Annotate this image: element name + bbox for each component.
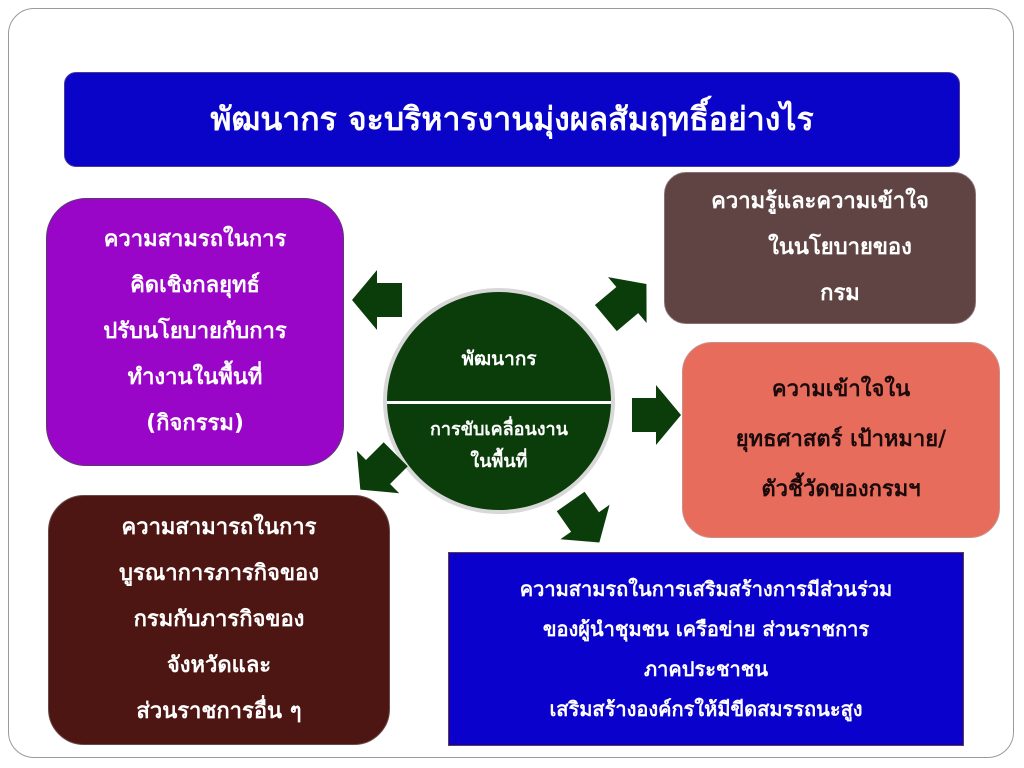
center-bottom-line-2: ในพื้นที่ — [470, 451, 528, 472]
understanding-line-2: ยุทธศาสตร์ เป้าหมาย/ — [735, 427, 947, 452]
knowledge-line-3: กรม — [820, 281, 860, 306]
integration-line-2: บูรณาการภารกิจของ — [119, 561, 319, 586]
understanding-line-3: ตัวชี้วัดของกรมฯ — [761, 477, 921, 502]
integration-line-1: ความสามารถในการ — [121, 515, 317, 540]
understanding-line-1: ความเข้าใจใน — [771, 377, 911, 402]
strategic-thinking-box: ความสามรถในการ คิดเชิงกลยุทธ์ ปรับนโยบาย… — [46, 198, 344, 466]
participation-box: ความสามรถในการเสริมสร้างการมีส่วนร่วม ขอ… — [448, 552, 964, 746]
center-bottom-line-1: การขับเคลื่อนงาน — [430, 419, 568, 440]
strategy-understanding-box: ความเข้าใจใน ยุทธศาสตร์ เป้าหมาย/ ตัวชี้… — [682, 342, 1000, 538]
knowledge-line-2: ในนโยบายของ — [768, 235, 912, 260]
title-banner: พัฒนากร จะบริหารงานมุ่งผลสัมฤทธิ์อย่างไร — [64, 72, 960, 167]
arrow-down-right-icon — [556, 491, 610, 543]
arrow-right-icon — [632, 385, 681, 445]
participation-line-1: ความสามรถในการเสริมสร้างการมีส่วนร่วม — [519, 577, 893, 601]
participation-line-4: เสริมสร้างองค์กรให้มีขีดสมรรถนะสูง — [549, 697, 863, 721]
integration-box: ความสามารถในการ บูรณาการภารกิจของ กรมกับ… — [48, 495, 390, 745]
integration-line-5: ส่วนราชการอื่น ๆ — [136, 699, 302, 724]
strategic-line-4: ทำงานในพื้นที่ — [127, 365, 263, 390]
strategic-line-5: (กิจกรรม) — [146, 411, 244, 436]
center-divider — [387, 401, 611, 404]
arrow-up-right-icon — [594, 277, 647, 332]
arrow-left-icon — [352, 270, 402, 330]
integration-line-3: กรมกับภารกิจของ — [133, 607, 305, 632]
integration-line-4: จังหวัดและ — [166, 653, 272, 678]
center-top-label: พัฒนากร — [461, 348, 537, 370]
strategic-line-3: ปรับนโยบายกับการ — [103, 319, 287, 344]
knowledge-line-1: ความรู้และความเข้าใจ — [711, 189, 929, 214]
policy-knowledge-box: ความรู้และความเข้าใจ ในนโยบายของ กรม — [664, 172, 976, 324]
center-bottom-label: การขับเคลื่อนงาน ในพื้นที่ — [387, 414, 611, 478]
strategic-line-2: คิดเชิงกลยุทธ์ — [130, 273, 260, 298]
strategic-line-1: ความสามรถในการ — [103, 227, 287, 252]
arrow-down-left-icon — [356, 442, 408, 494]
participation-line-2: ของผู้นำชุมชน เครือข่าย ส่วนราชการ — [542, 617, 870, 641]
participation-line-3: ภาคประชาชน — [643, 657, 769, 681]
center-circle: พัฒนากร การขับเคลื่อนงาน ในพื้นที่ — [383, 288, 615, 514]
title-text: พัฒนากร จะบริหารงานมุ่งผลสัมฤทธิ์อย่างไร — [210, 100, 814, 138]
